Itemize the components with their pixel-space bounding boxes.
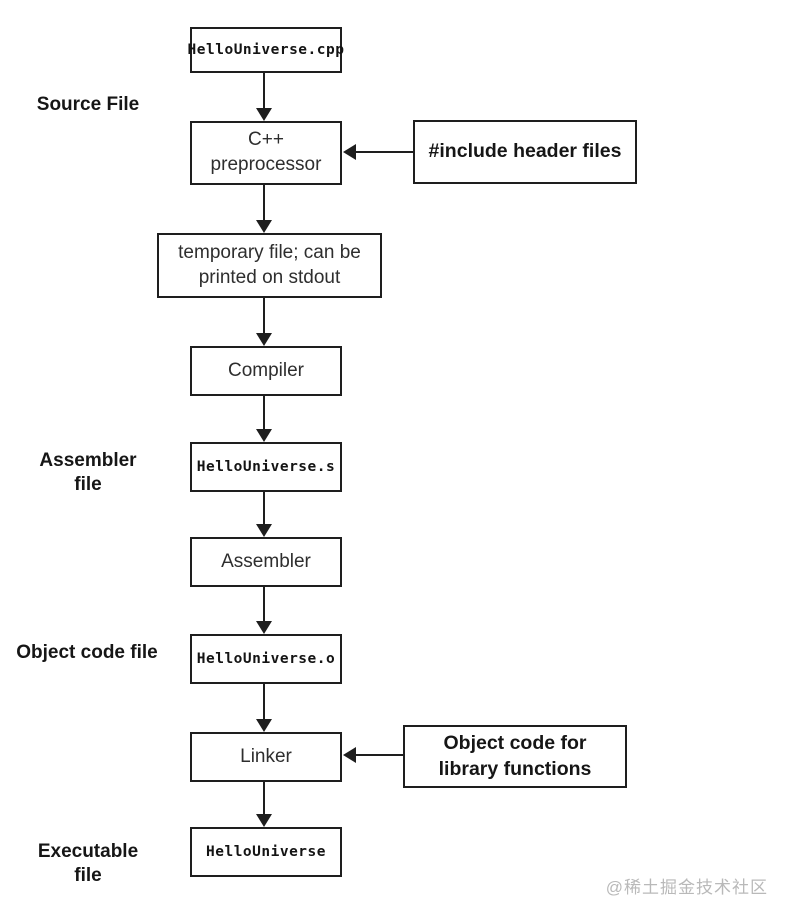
arrow-compiler-to-assemblyfile (256, 396, 272, 442)
arrow-library-to-linker (343, 747, 403, 763)
node-source-file-box: HelloUniverse.cpp (188, 27, 344, 73)
arrow-objectfile-to-linker (256, 684, 272, 732)
node-assembly-file-box: HelloUniverse.s (190, 442, 342, 492)
node-object-file-box: HelloUniverse.o (190, 634, 342, 684)
arrow-headers-to-preprocessor (343, 144, 413, 160)
arrow-source-to-preprocessor (256, 73, 272, 121)
node-assembler: Assembler (190, 537, 342, 587)
node-library-object-code: Object code for library functions (403, 725, 627, 788)
arrow-assembler-to-objectfile (256, 587, 272, 634)
watermark-text: @稀土掘金技术社区 (605, 878, 768, 897)
node-temporary-file: temporary file; can be printed on stdout (157, 233, 382, 298)
stage-label-executable-file: Executable file (37, 841, 139, 886)
arrow-tempfile-to-compiler (256, 298, 272, 346)
stage-label-object-code-file: Object code file (16, 642, 158, 663)
node-compiler: Compiler (190, 346, 342, 396)
node-linker: Linker (190, 732, 342, 782)
arrow-preprocessor-to-tempfile (256, 185, 272, 233)
node-cpp-preprocessor: C++ preprocessor (190, 121, 342, 185)
node-executable-box: HelloUniverse (190, 827, 342, 877)
stage-label-assembler-file: Assembler file (39, 450, 137, 495)
arrow-assemblyfile-to-assembler (256, 492, 272, 537)
arrow-linker-to-executable (256, 782, 272, 827)
stage-label-source-file: Source File (36, 94, 140, 115)
node-include-headers: #include header files (413, 120, 637, 184)
